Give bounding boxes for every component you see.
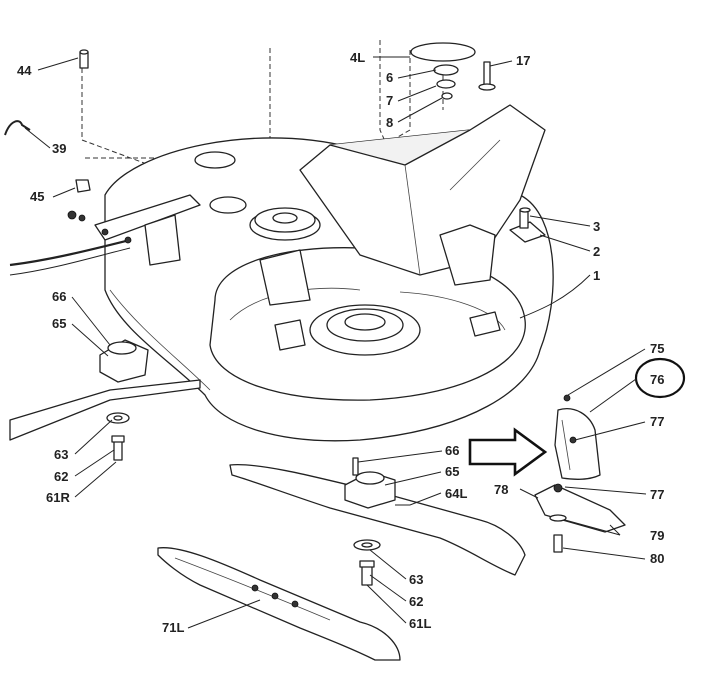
label-39: 39 [52,141,66,156]
label-77-upper: 77 [650,414,664,429]
right-fitting [509,207,546,243]
label-1: 1 [593,268,600,283]
label-75: 75 [650,341,664,356]
label-44: 44 [17,63,32,78]
label-79: 79 [650,528,664,543]
label-65-right: 65 [445,464,459,479]
label-2: 2 [593,244,600,259]
label-64L: 64L [445,486,467,501]
label-62-right: 62 [409,594,423,609]
label-45: 45 [30,189,44,204]
label-80: 80 [650,551,664,566]
label-63-right: 63 [409,572,423,587]
leader-lines [24,56,647,629]
top-pulley-stack [410,42,496,100]
part-labels: 44 4L 6 17 7 8 39 45 3 2 1 66 65 63 62 6… [17,50,664,635]
label-61R: 61R [46,490,70,505]
highlight-arrow [468,427,548,477]
label-3: 3 [593,219,600,234]
lift-rod [9,194,201,276]
discharge-chute [299,104,546,286]
left-spindle-assembly [9,339,201,461]
label-77-lower: 77 [650,487,664,502]
label-62-left: 62 [54,469,68,484]
label-66-left: 66 [52,289,66,304]
mulching-blade [157,547,401,661]
label-78: 78 [494,482,508,497]
deflector-part [554,394,601,480]
mulch-bracket [534,483,626,553]
center-pulley [194,151,321,241]
label-6: 6 [386,70,393,85]
label-71L: 71L [162,620,184,635]
deck-brackets [259,249,501,351]
highlight-circle [634,357,686,399]
label-61L: 61L [409,616,431,631]
label-7: 7 [386,93,393,108]
label-76: 76 [650,372,664,387]
label-63-left: 63 [54,447,68,462]
label-66-right: 66 [445,443,459,458]
label-4L: 4L [350,50,365,65]
label-8: 8 [386,115,393,130]
label-17: 17 [516,53,530,68]
left-small-parts [4,49,91,222]
label-65-left: 65 [52,316,66,331]
right-blade-assembly [229,457,526,586]
